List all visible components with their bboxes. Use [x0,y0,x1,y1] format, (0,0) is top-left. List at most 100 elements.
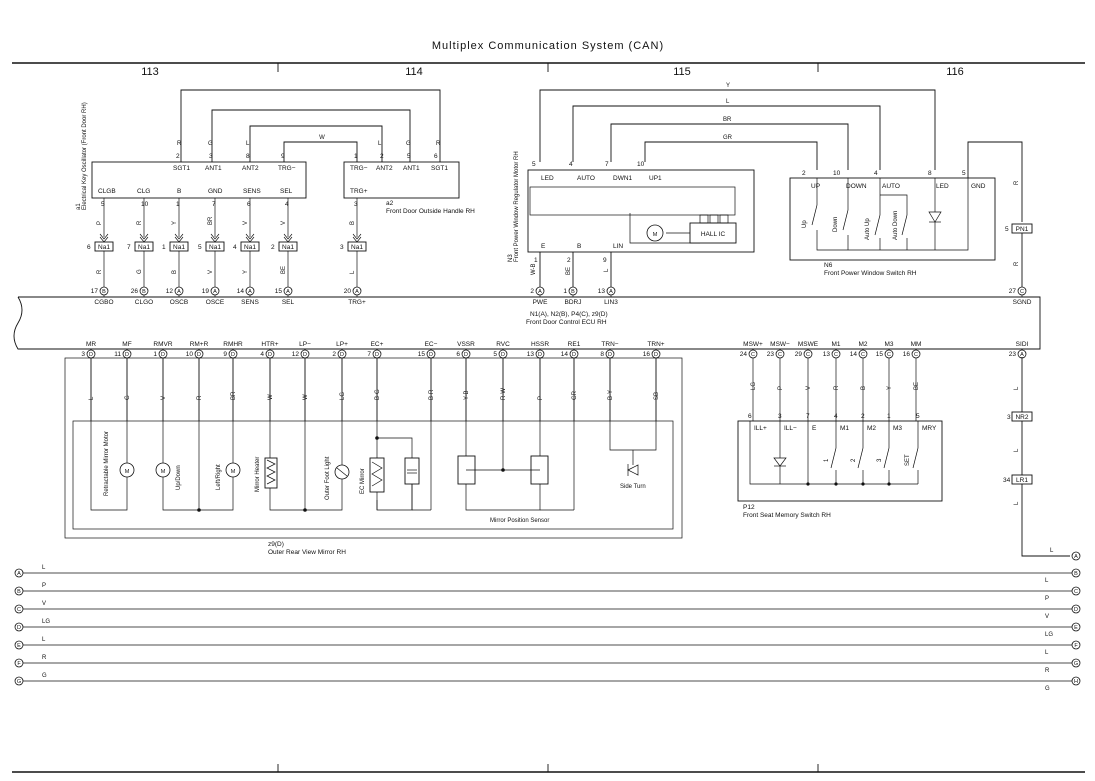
svg-text:B: B [142,289,146,295]
svg-text:14: 14 [561,351,569,358]
svg-text:C: C [861,352,865,358]
svg-text:Y-B: Y-B [464,391,470,400]
svg-text:ILL+: ILL+ [754,425,767,432]
ecu-top-pin: A [210,286,220,296]
svg-text:13: 13 [527,351,535,358]
bus-connector-right: A [1071,551,1081,561]
svg-text:Front Power Window Regulator M: Front Power Window Regulator Motor RH [514,151,520,262]
svg-text:A: A [213,289,217,295]
svg-text:Y: Y [887,386,893,390]
ecu-bottom-pins: MRD3LMFD11GRMVRD1VRM+RD10RRMHRD9BRHTR+D4… [81,341,1029,421]
svg-text:D: D [340,352,344,358]
svg-text:RMVR: RMVR [153,341,172,348]
section-label-113: 113 [141,66,159,78]
svg-text:3: 3 [81,351,85,358]
svg-text:Electrical Key Oscillator (Fro: Electrical Key Oscillator (Front Door RH… [82,102,88,210]
ecu-top-pin: B [568,286,578,296]
svg-text:34: 34 [1003,477,1011,484]
svg-text:12: 12 [166,288,174,295]
svg-text:1: 1 [176,201,180,208]
svg-text:Down: Down [833,217,839,232]
ecu-bottom-pin: D [569,349,579,359]
svg-text:GND: GND [971,183,986,190]
svg-text:5: 5 [101,201,105,208]
ecu-top-pin: A [606,286,616,296]
svg-text:4: 4 [260,351,264,358]
svg-text:2: 2 [567,257,571,264]
svg-text:5: 5 [532,161,536,168]
ecu-bottom-pin: D [372,349,382,359]
svg-text:14: 14 [237,288,245,295]
svg-text:F: F [17,661,21,667]
svg-text:4: 4 [569,161,573,168]
svg-text:13: 13 [598,288,606,295]
svg-text:V: V [42,601,46,607]
svg-text:G: G [208,141,213,147]
ecu-top-pin: B [139,286,149,296]
svg-text:M1: M1 [840,425,849,432]
svg-text:16: 16 [903,351,911,358]
svg-text:6: 6 [748,413,752,420]
svg-text:D: D [268,352,272,358]
svg-text:17: 17 [91,288,99,295]
svg-text:M: M [161,469,166,475]
svg-text:B: B [861,386,867,390]
svg-text:2: 2 [861,413,865,420]
svg-text:15: 15 [876,351,884,358]
svg-text:C: C [1020,289,1024,295]
svg-text:R: R [1014,261,1020,266]
front-door-ecu-body [13,296,1041,350]
svg-text:7: 7 [367,351,371,358]
svg-text:L: L [42,637,46,643]
ecu-top-pin: C [1017,286,1027,296]
window-regulator-inner [529,186,736,216]
svg-text:D: D [608,352,612,358]
svg-text:M1: M1 [831,341,840,348]
ecu-bottom-pin: C [748,349,758,359]
svg-text:D: D [197,352,201,358]
svg-text:P: P [97,221,103,225]
svg-text:V: V [208,270,214,274]
ecu-bottom-pin: D [228,349,238,359]
svg-text:14: 14 [850,351,858,358]
svg-text:Retractable Mirror Motor: Retractable Mirror Motor [104,431,110,496]
seat-memory-switch-id: P12 [743,504,755,511]
svg-text:Auto Up: Auto Up [865,218,871,240]
section-label-115: 115 [673,66,691,78]
svg-text:G: G [125,395,131,400]
svg-text:C: C [751,352,755,358]
ecu-bottom-pin: D [122,349,132,359]
svg-text:4: 4 [285,201,289,208]
svg-text:1: 1 [153,351,157,358]
bus-connector-right: F [1071,640,1081,650]
svg-text:9: 9 [281,153,285,160]
svg-text:L: L [1045,650,1049,656]
svg-text:P: P [778,386,784,390]
svg-text:G: G [1074,661,1078,667]
svg-text:3: 3 [209,153,213,160]
svg-text:D: D [161,352,165,358]
outside-handle-name: Front Door Outside Handle RH [386,208,475,215]
svg-text:W: W [319,135,325,141]
ecu-bottom-pin: D [498,349,508,359]
svg-text:A: A [17,571,21,577]
svg-text:MRY: MRY [922,425,937,432]
svg-text:3: 3 [1007,414,1011,421]
svg-text:3: 3 [354,201,358,208]
svg-text:4: 4 [874,170,878,177]
svg-text:5: 5 [916,413,920,420]
svg-text:B-R: B-R [429,389,435,400]
svg-text:D: D [538,352,542,358]
svg-text:Y: Y [243,270,249,274]
svg-text:1: 1 [354,153,358,160]
svg-text:D: D [17,625,21,631]
svg-text:A: A [538,289,542,295]
svg-text:E: E [541,243,546,250]
svg-text:SEL: SEL [280,188,293,195]
